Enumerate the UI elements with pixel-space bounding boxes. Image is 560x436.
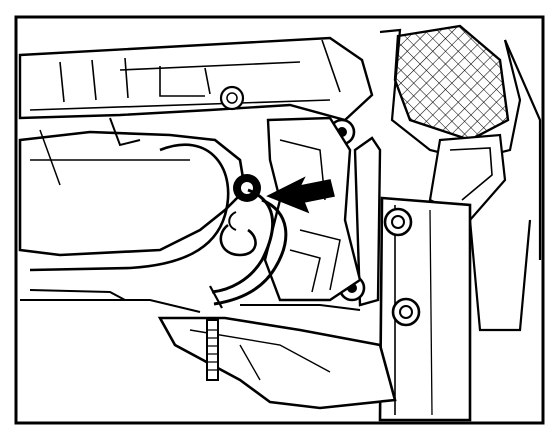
strut-bracket [428, 133, 507, 222]
center-bracket [263, 116, 362, 302]
upper-panel-ribs [29, 39, 341, 111]
hose-bend [29, 143, 230, 272]
bolt-top [219, 85, 245, 111]
mesh-grille [393, 24, 510, 142]
arrow-icon [266, 176, 335, 214]
threaded-stud [206, 319, 219, 381]
radiator-hose [18, 130, 247, 257]
upper-panel [18, 36, 374, 122]
hose-clamp-target [219, 174, 261, 257]
